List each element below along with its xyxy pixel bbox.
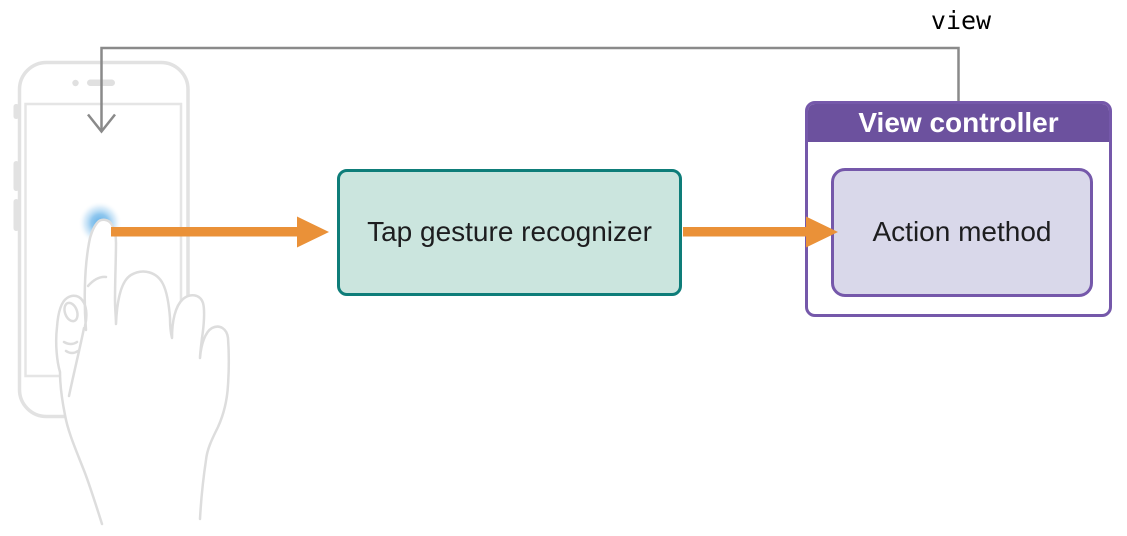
phone-volume-up-button: [13, 161, 19, 191]
phone-mute-switch: [13, 104, 19, 119]
view-property-label: view: [930, 6, 992, 35]
phone-camera-icon: [72, 79, 79, 87]
view-controller-node: View controller Action method: [805, 101, 1112, 317]
view-controller-header: View controller: [808, 104, 1109, 142]
thumb-crease-1: [62, 340, 79, 346]
tap-gesture-recognizer-node: Tap gesture recognizer: [337, 169, 682, 296]
hand-illustration: [54, 218, 230, 526]
action-method-label: Action method: [872, 216, 1052, 248]
thumbnail: [63, 301, 79, 323]
down-chevron-arrow-icon: [87, 113, 116, 134]
hand-silhouette: [54, 218, 230, 526]
connector-elbow-line: [100, 46, 960, 130]
index-knuckle-crease: [86, 275, 108, 288]
view-controller-title: View controller: [858, 107, 1059, 138]
tap-gesture-recognizer-label: Tap gesture recognizer: [367, 216, 652, 248]
thumb-palm-line: [67, 326, 86, 398]
phone-volume-down-button: [13, 199, 19, 231]
view-connector-line: [87, 46, 960, 134]
thumb-crease-2: [64, 349, 80, 355]
action-method-node: Action method: [831, 168, 1093, 297]
